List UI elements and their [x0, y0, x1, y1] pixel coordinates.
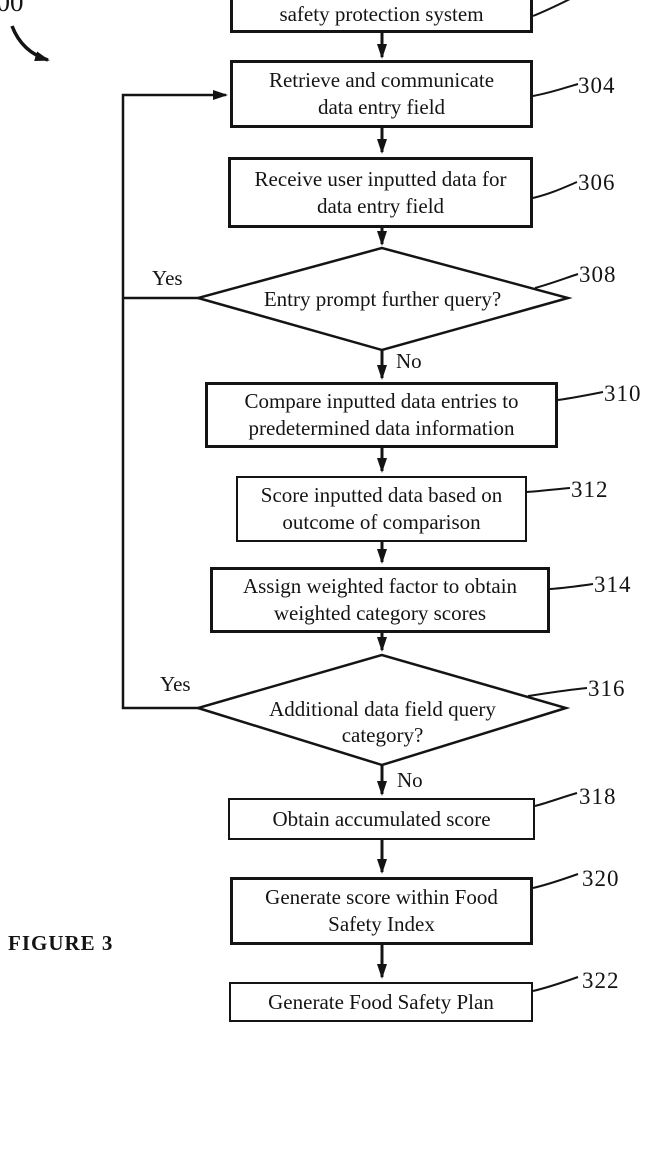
ref-label-320: 320: [582, 866, 620, 891]
flow-step-320-label: Generate score within Food Safety Index: [265, 885, 498, 936]
leader-line-312: [526, 487, 571, 493]
decision-308-label: Entry prompt further query?: [263, 287, 502, 311]
flow-step-304-label: Retrieve and communicate data entry fiel…: [268, 68, 495, 119]
intro-arrow: [10, 25, 50, 62]
flow-step-302-safety-protection-system: safety protection system: [230, 0, 533, 33]
flow-step-318-obtain-accumulated-score: Obtain accumulated score: [228, 798, 535, 840]
leader-line-302: [532, 0, 571, 17]
flow-step-302-label: safety protection system: [279, 2, 484, 27]
ref-label-318: 318: [579, 784, 617, 809]
ref-label-322: 322: [582, 968, 620, 993]
figure-caption: FIGURE 3: [8, 931, 114, 955]
flow-step-310-label: Compare inputted data entries to predete…: [244, 389, 519, 440]
ref-label-302: 302: [576, 0, 614, 2]
ref-label-306: 306: [578, 170, 616, 195]
flow-step-322-generate-plan: Generate Food Safety Plan: [229, 982, 533, 1022]
flow-step-322-label: Generate Food Safety Plan: [268, 989, 494, 1014]
flow-step-306-receive-user-data: Receive user inputted data for data entr…: [228, 157, 533, 228]
leader-line-322: [532, 976, 579, 992]
ref-label-304: 304: [578, 73, 616, 98]
flow-step-314-label: Assign weighted factor to obtain weighte…: [242, 574, 518, 625]
leader-line-318: [534, 792, 578, 807]
flow-step-312-label: Score inputted data based on outcome of …: [260, 483, 503, 534]
loop-back-line: [121, 90, 228, 710]
flow-step-318-label: Obtain accumulated score: [272, 806, 491, 831]
leader-line-316: [527, 687, 588, 697]
branch-yes-316: Yes: [160, 672, 191, 696]
flow-step-320-generate-score-index: Generate score within Food Safety Index: [230, 877, 533, 945]
branch-no-316: No: [397, 768, 423, 792]
ref-label-314: 314: [594, 572, 632, 597]
flow-step-314-assign-weighted-factor: Assign weighted factor to obtain weighte…: [210, 567, 550, 633]
leader-line-310: [557, 391, 604, 401]
ref-label-316: 316: [588, 676, 626, 701]
leader-line-320: [532, 873, 579, 889]
branch-yes-308: Yes: [152, 266, 183, 290]
leader-line-306: [532, 181, 578, 199]
flow-step-306-label: Receive user inputted data for data entr…: [254, 166, 507, 218]
leader-line-308: [534, 273, 579, 289]
ref-label-308: 308: [579, 262, 617, 287]
decision-316-label: Additional data field query category?: [269, 697, 496, 747]
diagram-ref-300: 300: [0, 0, 24, 17]
ref-label-310: 310: [604, 381, 642, 406]
flow-step-310-compare-entries: Compare inputted data entries to predete…: [205, 382, 558, 448]
branch-no-308: No: [396, 349, 422, 373]
ref-label-312: 312: [571, 477, 609, 502]
flow-step-304-retrieve-communicate: Retrieve and communicate data entry fiel…: [230, 60, 533, 128]
leader-line-314: [549, 583, 594, 590]
leader-line-304: [532, 83, 579, 97]
flow-step-312-score-data: Score inputted data based on outcome of …: [236, 476, 527, 542]
